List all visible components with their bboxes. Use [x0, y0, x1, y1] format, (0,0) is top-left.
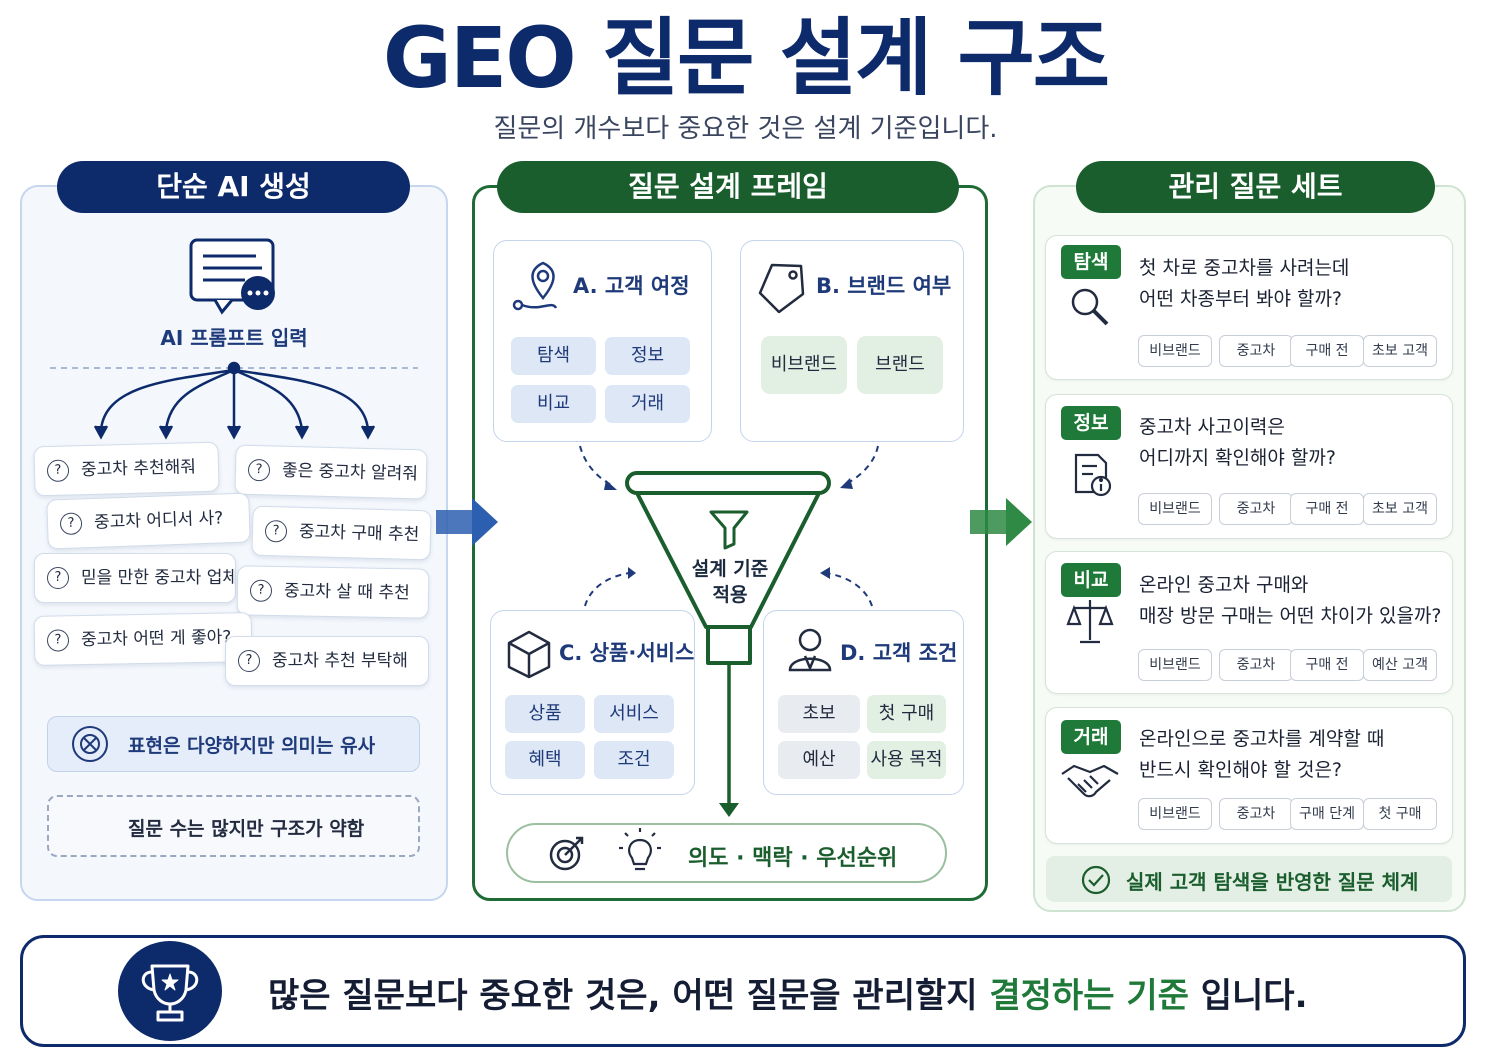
tag-chip: 중고차 [1219, 335, 1293, 367]
managed-set-title: 관리 질문 세트 [1076, 161, 1435, 213]
tag-chip: 비브랜드 [1138, 798, 1212, 830]
question-line: 첫 차로 중고차를 사려는데 [1139, 257, 1350, 279]
bottom-message-accent: 결정하는 기준 [989, 976, 1189, 1016]
branch-arrows [93, 361, 376, 440]
chip-first-purchase: 첫 구매 [867, 695, 946, 733]
chip-condition: 조건 [594, 741, 674, 779]
document-info-icon [1074, 453, 1112, 497]
tag-chip: 비브랜드 [1138, 649, 1212, 681]
tag-chip: 중고차 [1219, 649, 1293, 681]
tag-chip: 구매 전 [1290, 335, 1364, 367]
question-line: 중고차 사고이력은 [1139, 416, 1285, 438]
person-icon [788, 628, 832, 672]
chip-non-brand: 비브랜드 [761, 336, 847, 394]
tag-icon [758, 263, 805, 314]
weak-structure-text: 질문 수는 많지만 구조가 약함 [128, 818, 365, 840]
tag-chip: 중고차 [1219, 493, 1293, 525]
badge-explore: 탐색 [1061, 245, 1121, 279]
chip-beginner: 초보 [778, 695, 860, 733]
question-text: 믿을 만한 중고차 업체 [81, 568, 236, 588]
question-line: 매장 방문 구매는 어떤 차이가 있을까? [1139, 605, 1442, 627]
bottom-banner [20, 935, 1466, 1047]
simple-ai-title: 단순 AI 생성 [57, 161, 410, 213]
tag-chip: 첫 구매 [1363, 798, 1437, 830]
card-question-text: 중고차 사고이력은 어디까지 확인해야 할까? [1139, 412, 1336, 474]
search-icon [1071, 288, 1109, 326]
chip-compare: 비교 [511, 385, 596, 423]
customer-journey-title: A. 고객 여정 [573, 274, 690, 298]
tag-chip: 구매 전 [1290, 493, 1364, 525]
question-chip: ? 믿을 만한 중고차 업체 [34, 553, 236, 603]
question-mark-icon: ? [238, 650, 260, 672]
tag-chip: 예산 고객 [1363, 649, 1437, 681]
target-icon [549, 836, 584, 871]
page-title: GEO 질문 설계 구조 [382, 9, 1110, 107]
chip-info: 정보 [605, 337, 690, 375]
funnel-shape [625, 471, 831, 665]
cube-icon [507, 630, 551, 679]
chip-deal: 거래 [605, 385, 690, 423]
tag-chip: 비브랜드 [1138, 493, 1212, 525]
reflect-note-text: 실제 고객 탐색을 반영한 질문 체계 [1126, 870, 1419, 894]
chip-product: 상품 [505, 695, 585, 733]
chip-usage-purpose: 사용 목적 [867, 741, 946, 779]
tag-chip: 초보 고객 [1363, 493, 1437, 525]
handshake-icon [1061, 764, 1119, 798]
chip-benefit: 혜택 [505, 741, 585, 779]
filter-icon [709, 510, 749, 550]
reflect-note [1046, 856, 1452, 902]
tag-chip: 초보 고객 [1363, 335, 1437, 367]
arrow-middle-to-right [970, 498, 1032, 546]
question-line: 반드시 확인해야 할 것은? [1139, 759, 1343, 781]
chip-explore: 탐색 [511, 337, 596, 375]
prompt-chat-icon [189, 238, 275, 315]
question-text: 중고차 추천 부탁해 [272, 651, 408, 671]
similar-meaning-note [47, 716, 420, 772]
product-service-title: C. 상품·서비스 [559, 641, 695, 665]
card-question-text: 온라인 중고차 구매와 매장 방문 구매는 어떤 차이가 있을까? [1139, 570, 1441, 632]
bottom-message-main: 많은 질문보다 중요한 것은, 어떤 질문을 관리할지 [268, 976, 990, 1016]
customer-condition-title: D. 고객 조건 [840, 641, 958, 665]
intent-context-priority-text: 의도 · 맥락 · 우선순위 [688, 846, 898, 871]
question-line: 온라인 중고차 구매와 [1139, 574, 1309, 596]
trophy-icon [141, 964, 199, 1022]
badge-compare: 비교 [1061, 563, 1121, 597]
bottom-message: 많은 질문보다 중요한 것은, 어떤 질문을 관리할지 결정하는 기준 입니다. [268, 968, 1308, 1017]
lightbulb-icon [619, 828, 661, 871]
chip-budget: 예산 [778, 741, 860, 779]
card-question-text: 온라인으로 중고차를 계약할 때 반드시 확인해야 할 것은? [1139, 724, 1384, 786]
page-subtitle: 질문의 개수보다 중요한 것은 설계 기준입니다. [493, 114, 998, 144]
tag-chip: 비브랜드 [1138, 335, 1212, 367]
funnel-label-line2: 적용 [712, 584, 748, 606]
question-line: 어디까지 확인해야 할까? [1139, 447, 1336, 469]
trophy-badge [118, 941, 222, 1041]
chip-brand: 브랜드 [857, 336, 943, 394]
weak-structure-note [47, 795, 420, 857]
chip-service: 서비스 [594, 695, 674, 733]
prompt-input-label: AI 프롬프트 입력 [160, 326, 308, 350]
brand-status-title: B. 브랜드 여부 [816, 274, 952, 298]
card-question-text: 첫 차로 중고차를 사려는데 어떤 차종부터 봐야 할까? [1139, 253, 1349, 315]
badge-info: 정보 [1061, 406, 1121, 440]
tag-chip: 구매 전 [1290, 649, 1364, 681]
arrow-left-to-middle [436, 498, 498, 546]
funnel-label-line1: 설계 기준 [691, 558, 769, 580]
funnel-label: 설계 기준 적용 [680, 556, 780, 608]
question-mark-icon: ? [47, 567, 69, 589]
bottom-message-end: 입니다. [1188, 976, 1308, 1016]
badge-deal: 거래 [1061, 720, 1121, 754]
similar-meaning-icon [72, 726, 108, 762]
scale-icon [1066, 600, 1114, 644]
question-line: 어떤 차종부터 봐야 할까? [1139, 288, 1343, 310]
design-frame-title: 질문 설계 프레임 [497, 161, 959, 213]
location-pin-icon [512, 261, 558, 311]
question-chip: ? 중고차 추천 부탁해 [225, 636, 429, 686]
question-line: 온라인으로 중고차를 계약할 때 [1139, 728, 1385, 750]
similar-meaning-text: 표현은 다양하지만 의미는 유사 [128, 735, 376, 757]
check-circle-icon [1081, 865, 1111, 895]
